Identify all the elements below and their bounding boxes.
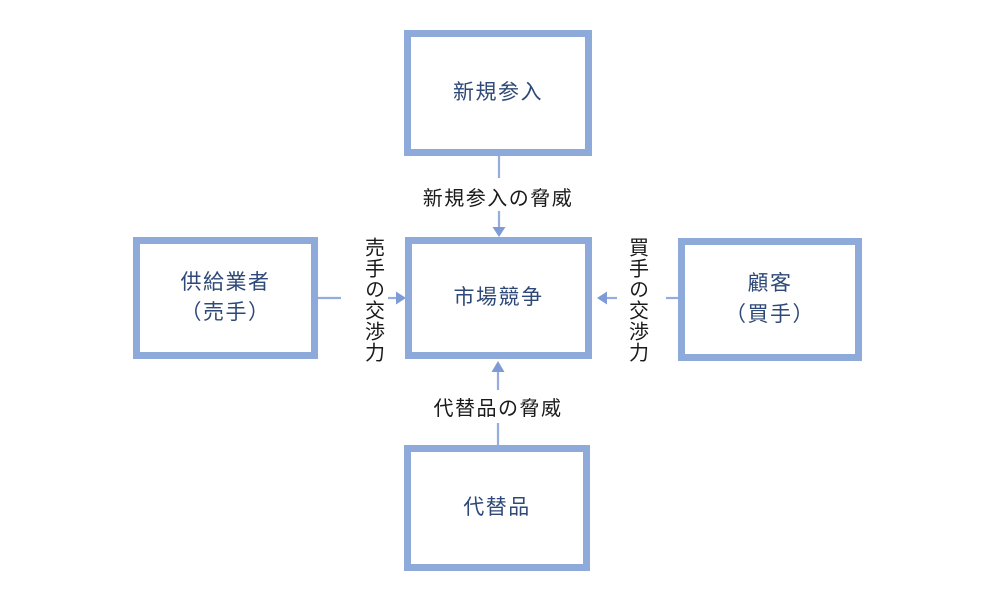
arrow-bargaining-power-of-buyers bbox=[597, 291, 678, 305]
box-suppliers-label-line2: （売手） bbox=[180, 301, 271, 324]
box-substitutes-label: 代替品 bbox=[463, 495, 531, 519]
box-substitutes: 代替品 bbox=[404, 445, 590, 571]
label-bargaining-power-of-sellers: 売手の交渉力 bbox=[361, 237, 384, 363]
arrow-threat-of-substitutes bbox=[491, 361, 505, 445]
arrow-bargaining-power-of-sellers bbox=[318, 291, 406, 305]
box-new-entrants-label: 新規参入 bbox=[453, 80, 543, 104]
box-customers-label-line2: （買手） bbox=[725, 302, 815, 326]
box-suppliers: 供給業者 （売手） bbox=[133, 237, 318, 359]
box-new-entrants: 新規参入 bbox=[404, 30, 592, 156]
box-market-competition-label: 市場競争 bbox=[453, 285, 544, 309]
label-threat-of-new-entrants: 新規参入の脅威 bbox=[422, 188, 574, 210]
box-market-competition: 市場競争 bbox=[405, 237, 592, 359]
box-customers-label-line1: 顧客 bbox=[747, 272, 793, 296]
box-customers: 顧客 （買手） bbox=[678, 238, 862, 361]
arrow-threat-of-new-entrants bbox=[492, 156, 506, 237]
label-bargaining-power-of-buyers: 買手の交渉力 bbox=[625, 237, 648, 363]
label-threat-of-substitutes: 代替品の脅威 bbox=[433, 398, 563, 420]
box-suppliers-label-line1: 供給業者 bbox=[180, 270, 271, 294]
